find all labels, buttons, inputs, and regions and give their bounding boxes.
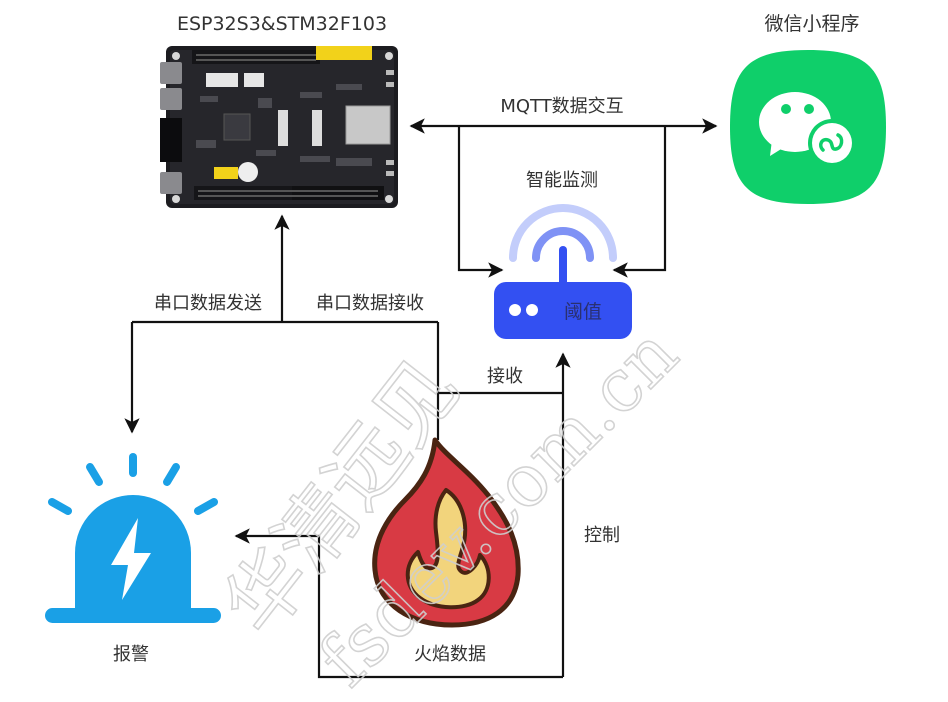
monitor-title: 智能监测 (526, 170, 598, 191)
router-icon (494, 204, 632, 339)
flame-label: 火焰数据 (414, 644, 486, 665)
wechat-miniprogram-icon (730, 50, 886, 204)
mqtt-right-branch (612, 126, 667, 278)
board-title: ESP32S3&STM32F103 (177, 13, 387, 35)
connectors (124, 118, 718, 679)
flame-icon (372, 437, 521, 628)
threshold-label: 阈值 (564, 301, 602, 323)
mqtt-label: MQTT数据交互 (500, 96, 623, 117)
dev-board-icon (160, 46, 398, 208)
miniprogram-title: 微信小程序 (764, 13, 859, 35)
mqtt-left-branch (457, 126, 504, 278)
control-arrow (234, 528, 563, 679)
serial-recv-label: 串口数据接收 (316, 293, 424, 314)
receive-label: 接收 (487, 366, 523, 387)
control-label: 控制 (584, 525, 620, 546)
siren-icon (45, 453, 221, 623)
serial-send-label: 串口数据发送 (154, 293, 262, 314)
alarm-label: 报警 (113, 644, 149, 665)
